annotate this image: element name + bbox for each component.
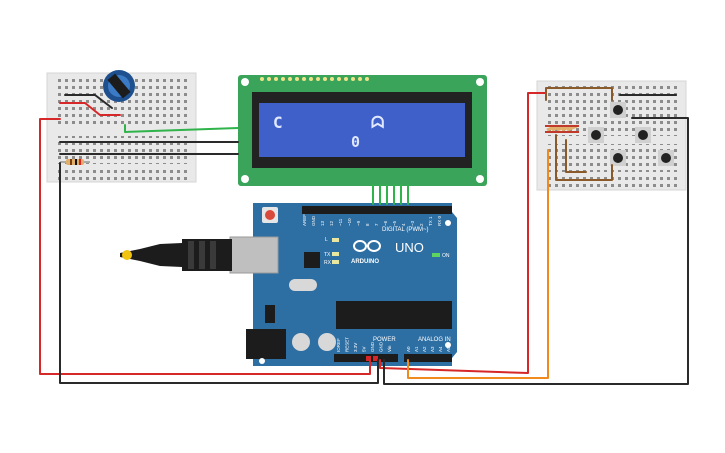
analog-pin-label: A4 <box>438 346 443 352</box>
capacitor <box>292 333 310 351</box>
digital-pin-label: ~3 <box>410 220 415 226</box>
pushbutton-icon[interactable] <box>635 127 651 143</box>
pushbutton-icon[interactable] <box>658 150 674 166</box>
led-l-label: L <box>325 237 328 243</box>
wire-black-right-rails[interactable] <box>619 94 677 119</box>
capacitor <box>318 333 336 351</box>
digital-pin-label: 4 <box>401 223 406 226</box>
reset-button-cap <box>265 210 275 220</box>
wire-black-left[interactable] <box>59 162 379 384</box>
wire-orange-analog[interactable] <box>407 149 549 379</box>
pushbutton-icon[interactable] <box>588 127 604 143</box>
mount-hole <box>445 220 451 226</box>
digital-pin-label: ~5 <box>392 220 397 226</box>
digital-pin-labels: AREF GND 13 12 ~11 ~10 ~9 8 7 ~6 ~5 4 ~3 2 TX 1 RX 0 <box>302 214 442 226</box>
digital-pin-label: ~6 <box>383 220 388 226</box>
pushbutton-icon[interactable] <box>610 102 626 118</box>
arduino-uno-board[interactable]: DIGITAL (PWM~) ARDUINO UNO ON L TX RX PO… <box>229 203 457 366</box>
digital-pin-label: 13 <box>320 220 325 226</box>
digital-pin-label: GND <box>311 215 316 226</box>
usb-cable-icon[interactable] <box>120 239 232 271</box>
lcd-mount-hole <box>476 78 484 86</box>
power-pin-label: GND <box>370 341 375 352</box>
arduino-model: UNO <box>395 240 424 255</box>
wire-brown-1[interactable] <box>545 87 613 101</box>
potentiometer-icon[interactable] <box>103 70 135 102</box>
pushbutton-icon[interactable] <box>610 150 626 166</box>
digital-label: DIGITAL (PWM~) <box>382 227 429 233</box>
digital-pin-label: AREF <box>302 214 307 226</box>
lcd-char-ghost: ᗣ <box>371 113 384 132</box>
digital-pin-label: ~11 <box>338 218 343 226</box>
power-pin-label: Vin <box>387 345 392 352</box>
on-led <box>432 253 440 257</box>
wire-black-pot[interactable] <box>64 94 113 109</box>
crystal <box>289 279 317 291</box>
arduino-brand: ARDUINO <box>351 259 379 265</box>
wire-green-lcd-1[interactable] <box>124 124 239 133</box>
wire-red-right[interactable] <box>379 92 547 374</box>
analog-pin-label: A2 <box>422 346 427 352</box>
regulator <box>265 305 275 323</box>
digital-pin-label: RX 0 <box>437 215 442 226</box>
power-pins-highlight <box>366 356 378 361</box>
lcd-header-pins <box>260 77 369 81</box>
wire-black-right[interactable] <box>383 117 689 385</box>
mount-hole <box>445 342 451 348</box>
lcd-mount-hole <box>476 175 484 183</box>
digital-pin-label: ~10 <box>347 218 352 226</box>
digital-pin-label: 8 <box>365 223 370 226</box>
analog-pin-label: A0 <box>406 346 411 352</box>
analog-pin-label: A3 <box>430 346 435 352</box>
lcd-module[interactable]: C ᗣ 0 <box>238 75 487 186</box>
lcd-mount-hole <box>241 175 249 183</box>
led-tx-label: TX <box>324 252 331 258</box>
resistor-array[interactable] <box>545 124 579 133</box>
digital-pin-label: 12 <box>329 220 334 226</box>
wire-red-pot[interactable] <box>59 102 121 116</box>
digital-pin-label: 7 <box>374 223 379 226</box>
wire-brown-2[interactable] <box>555 134 613 181</box>
arduino-logo <box>353 240 381 252</box>
power-pin-label: 3.3V <box>353 343 358 352</box>
led-indicators <box>332 238 339 264</box>
wire-black-rails[interactable] <box>59 141 239 155</box>
wire-green-lcd-data[interactable] <box>372 184 409 205</box>
led-rx-label: RX <box>324 260 332 266</box>
wire-red-left[interactable] <box>39 118 371 375</box>
digital-pin-label: 2 <box>419 223 424 226</box>
digital-pin-label: ~9 <box>356 220 361 226</box>
usb-port[interactable] <box>229 236 279 274</box>
small-chip <box>304 252 320 268</box>
lcd-char-score: 0 <box>351 133 360 151</box>
power-pin-label: IOREF <box>336 338 341 352</box>
lcd-char-pacman: C <box>273 113 283 132</box>
power-pin-label: GND <box>379 341 384 352</box>
power-pin-label: 5V <box>362 346 367 352</box>
on-label: ON <box>442 253 450 259</box>
digital-pin-label: TX 1 <box>428 216 433 226</box>
power-pin-label: RESET <box>345 337 350 352</box>
mount-hole <box>259 358 265 364</box>
lcd-mount-hole <box>241 78 249 86</box>
microcontroller-chip <box>336 301 452 329</box>
digital-header <box>302 206 452 214</box>
lcd-screen <box>259 103 465 157</box>
power-label: POWER <box>373 337 396 343</box>
wire-brown-3[interactable] <box>565 139 587 173</box>
power-jack[interactable] <box>246 329 286 359</box>
analog-label: ANALOG IN <box>418 337 451 343</box>
analog-header <box>404 354 452 362</box>
analog-pin-label: A1 <box>414 346 419 352</box>
resistor-icon[interactable] <box>60 159 90 165</box>
analog-pin-label: A5 <box>446 346 451 352</box>
